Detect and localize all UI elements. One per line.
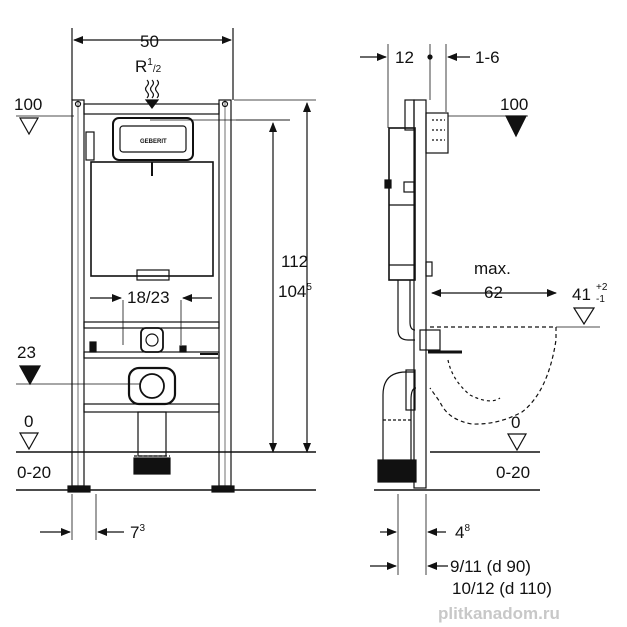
level-100-label: 100 [14, 95, 42, 114]
side-view [360, 44, 600, 575]
drain-pipe-end [133, 457, 171, 475]
offset-1-6-label: 1-6 [475, 48, 500, 67]
d110-label: 10/12 (d 110) [452, 579, 552, 598]
flush-plate [112, 117, 194, 161]
max-62-label: 62 [484, 283, 503, 302]
offset-4-label: 48 [455, 523, 470, 542]
level-41-label: 41 [572, 285, 591, 304]
side-frame-upright [413, 99, 427, 489]
max-label: max. [474, 259, 511, 278]
width-label: 50 [140, 32, 159, 51]
side-floor-range-label: 0-20 [496, 463, 530, 482]
level-41-marker-icon [572, 307, 596, 326]
brand-logo: GEBERIT [140, 139, 167, 145]
level-0-label: 0 [24, 412, 33, 431]
level-0-marker-icon [18, 432, 40, 451]
flush-pipe-outlet [140, 327, 164, 353]
side-flush-pipe [397, 280, 416, 341]
level-23-marker-icon [18, 365, 42, 386]
flush-span-label: 18/23 [127, 288, 170, 307]
side-level-100-label: 100 [500, 95, 528, 114]
height-104-label: 1045 [278, 282, 312, 301]
side-labels: 12 1-6 100 max. 62 41 +2 -1 0 0-20 48 9/… [395, 48, 608, 598]
side-level-100-marker-icon [505, 115, 527, 138]
level-41-minus: -1 [596, 294, 605, 305]
d90-label: 9/11 (d 90) [450, 557, 531, 576]
side-level-0-marker-icon [506, 433, 528, 452]
side-cistern [388, 127, 416, 281]
bottom-offset-label: 73 [130, 523, 145, 542]
front-labels: 50 R1/2 100 1045 112 18/23 23 0 0-20 73 … [14, 32, 312, 542]
height-112-label: 112 [281, 252, 308, 271]
cistern [90, 161, 214, 277]
wc-bowl-outline [429, 326, 557, 425]
side-drain-bend [382, 371, 417, 460]
side-level-0-label: 0 [511, 413, 520, 432]
front-view [16, 28, 316, 540]
level-23-label: 23 [17, 343, 36, 362]
level-100-marker-icon [18, 117, 40, 136]
depth-12-label: 12 [395, 48, 414, 67]
level-41-plus: +2 [596, 282, 608, 293]
floor-range-label: 0-20 [17, 463, 51, 482]
watermark: plitkanadom.ru [438, 604, 560, 623]
water-connection-label: R1/2 [135, 57, 162, 76]
